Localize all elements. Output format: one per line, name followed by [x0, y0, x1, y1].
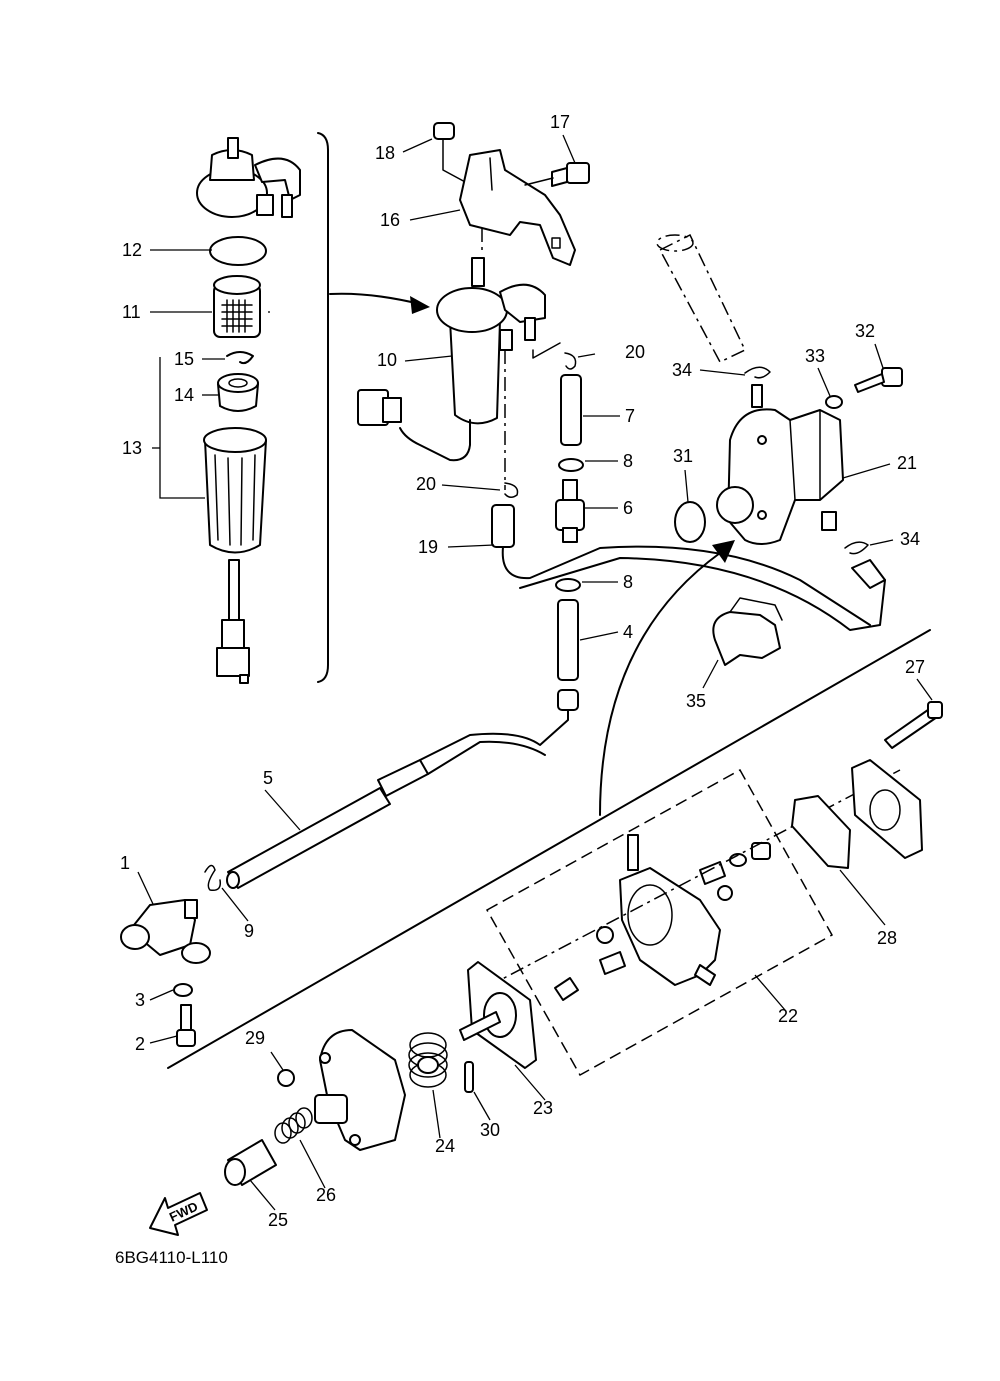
callout-18: 18: [375, 143, 395, 163]
filter-assembly-10: [357, 257, 546, 462]
callout-15: 15: [174, 349, 194, 369]
clamp-8-lower: [555, 578, 581, 592]
callout-35: 35: [686, 691, 706, 711]
callout-34-lower: 34: [900, 529, 920, 549]
callout-23: 23: [533, 1098, 553, 1118]
spring-24: [408, 1032, 448, 1088]
pin-30: [464, 1061, 474, 1093]
callout-27: 27: [905, 657, 925, 677]
filter-element-11: [213, 275, 261, 338]
leader-lines: [137, 134, 933, 1211]
curved-arrow-shaft: [599, 552, 721, 816]
callout-11: 11: [122, 302, 141, 322]
callout-31: 31: [673, 446, 693, 466]
clips-34: [744, 366, 869, 555]
separator-line: [167, 629, 931, 1069]
callout-22: 22: [778, 1006, 798, 1026]
callout-8-lower: 8: [623, 572, 633, 592]
callout-17: 17: [550, 112, 570, 132]
o-ring-31: [674, 501, 706, 543]
holder-35: [712, 597, 783, 666]
diagram-code: 6BG4110-L110: [115, 1248, 228, 1267]
diaphragm-23: [459, 961, 537, 1069]
callout-12: 12: [122, 240, 142, 260]
bracket-16: [459, 149, 576, 266]
callout-30: 30: [480, 1120, 500, 1140]
clip-20-guide: [532, 342, 561, 359]
callout-6: 6: [623, 498, 633, 518]
callout-1: 1: [120, 853, 130, 873]
clamp-8-upper: [558, 458, 584, 472]
nut-18: [433, 122, 455, 140]
bolt-17: [524, 162, 590, 187]
callout-7: 7: [625, 406, 635, 426]
washer-33: [825, 395, 843, 409]
circlip-15: [226, 351, 254, 365]
fwd-arrow: FWD: [149, 1192, 208, 1236]
o-ring-12: [209, 236, 267, 266]
pump-body-22: [554, 834, 771, 1001]
screw-2: [176, 1004, 196, 1047]
callout-13: 13: [122, 438, 142, 458]
callout-33: 33: [805, 346, 825, 366]
clips-20: [504, 352, 577, 498]
hose-19: [491, 504, 886, 631]
callout-9: 9: [244, 921, 254, 941]
callout-10: 10: [377, 350, 397, 370]
retainer-14: [217, 373, 259, 412]
clip-9: [204, 864, 222, 892]
hose-4: [557, 599, 579, 681]
filter-cup-13: [203, 427, 267, 684]
assembly-arrow-shaft: [329, 292, 421, 305]
callout-24: 24: [435, 1136, 455, 1156]
group-bracket: [317, 132, 329, 683]
bolt-32: [854, 367, 903, 393]
callout-20-lower: 20: [416, 474, 436, 494]
callout-3: 3: [135, 990, 145, 1010]
callout-20-upper: 20: [625, 342, 645, 362]
callout-32: 32: [855, 321, 875, 341]
valve-1: [120, 899, 211, 964]
hose-5: [226, 709, 569, 889]
filter-head-top: [196, 137, 301, 218]
callout-labels: 12 11 15 14 13 18 17 16 10 20 7 8 20 6 1…: [120, 112, 925, 1230]
pump-tool-dashed: [656, 233, 746, 363]
callout-5: 5: [263, 768, 273, 788]
assembly-arrow-head: [410, 296, 430, 314]
hose-4-end: [557, 689, 579, 711]
callout-29: 29: [245, 1028, 265, 1048]
curved-arrow-head: [712, 540, 735, 563]
callout-4: 4: [623, 622, 633, 642]
callout-8-upper: 8: [623, 451, 633, 471]
callout-19: 19: [418, 537, 438, 557]
nut-29: [277, 1069, 295, 1087]
callout-21: 21: [897, 453, 917, 473]
plunger-25: [224, 1139, 277, 1186]
callout-2: 2: [135, 1034, 145, 1054]
gasket-28: [791, 795, 851, 869]
hose-7: [560, 374, 582, 446]
cover-27: [851, 701, 943, 859]
dashed-group-22: [485, 768, 834, 1077]
callout-25: 25: [268, 1210, 288, 1230]
washer-3: [173, 983, 193, 997]
center-axis-line: [486, 769, 901, 988]
callout-28: 28: [877, 928, 897, 948]
callout-26: 26: [316, 1185, 336, 1205]
housing-29-block: [314, 1029, 406, 1151]
spring-26: [274, 1107, 313, 1144]
fuel-pump-21: [716, 384, 844, 545]
callout-16: 16: [380, 210, 400, 230]
callout-14: 14: [174, 385, 194, 405]
callout-34-upper: 34: [672, 360, 692, 380]
joint-6: [555, 479, 585, 543]
